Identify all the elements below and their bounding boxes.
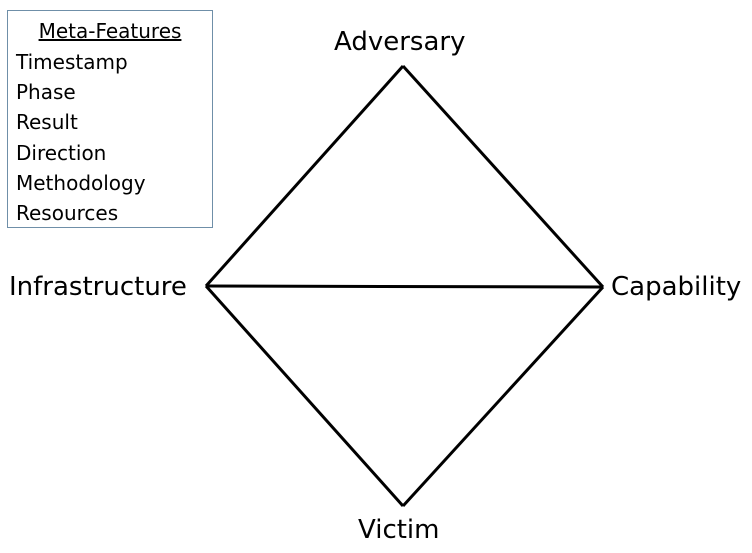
- meta-feature-item: Methodology: [16, 170, 146, 195]
- vertex-label-victim: Victim: [358, 515, 440, 545]
- edge-adversary-capability: [401, 64, 605, 289]
- meta-feature-item: Result: [16, 110, 78, 135]
- meta-features-list: Timestamp Phase Result Direction Methodo…: [16, 47, 146, 228]
- edge-infrastructure-capability: [205, 284, 604, 289]
- meta-feature-item: Phase: [16, 80, 76, 105]
- vertex-label-adversary: Adversary: [334, 27, 466, 57]
- edge-capability-victim: [401, 285, 605, 508]
- meta-features-box: Meta-Features Timestamp Phase Result Dir…: [7, 10, 213, 228]
- meta-feature-item: Resources: [16, 200, 119, 225]
- edge-infrastructure-adversary: [204, 64, 405, 288]
- meta-features-title: Meta-Features: [38, 19, 182, 43]
- edge-victim-infrastructure: [204, 284, 405, 508]
- vertex-label-capability: Capability: [611, 272, 742, 302]
- meta-feature-item: Timestamp: [16, 50, 128, 74]
- vertex-label-infrastructure: Infrastructure: [9, 272, 187, 302]
- meta-feature-item: Direction: [16, 140, 107, 165]
